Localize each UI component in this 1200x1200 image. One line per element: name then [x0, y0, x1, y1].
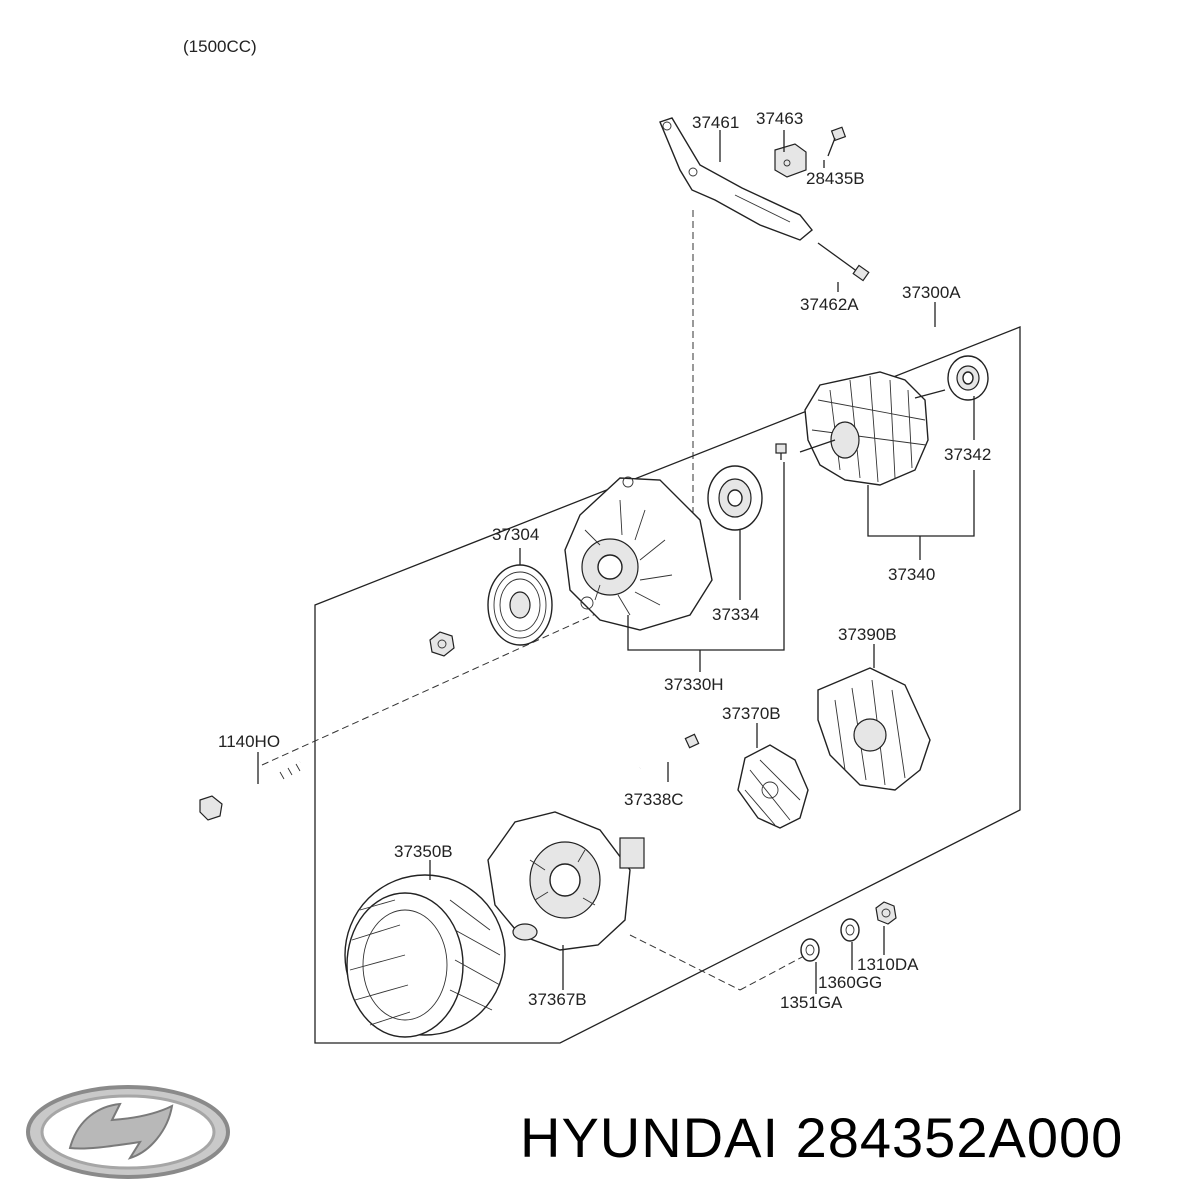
part-label-1310DA: 1310DA: [857, 955, 919, 974]
part-label-1351GA: 1351GA: [780, 993, 843, 1012]
part-label-37338C: 37338C: [624, 790, 684, 809]
washer-1360GG: [840, 918, 860, 942]
part-label-37463: 37463: [756, 109, 803, 128]
part-label-37304: 37304: [492, 525, 539, 544]
part-label-28435B: 28435B: [806, 169, 865, 188]
bearing-37334: [707, 465, 763, 531]
screw-small: [775, 443, 787, 460]
bolt-37462A: [817, 242, 870, 282]
front-housing-37330H: [564, 476, 713, 631]
part-label-1140HO: 1140HO: [218, 732, 280, 751]
part-label-37300A: 37300A: [902, 283, 961, 302]
bolt-28435B: [827, 126, 847, 157]
bearing-37342: [947, 355, 989, 401]
part-label-37334: 37334: [712, 605, 759, 624]
part-label-37461: 37461: [692, 113, 739, 132]
hyundai-logo-icon: [26, 1085, 230, 1179]
rotor-37340: [799, 371, 946, 486]
rear-cover-37390B: [817, 667, 931, 791]
part-label-37390B: 37390B: [838, 625, 897, 644]
nut-1310DA: [875, 901, 897, 925]
part-label-37462A: 37462A: [800, 295, 859, 314]
part-label-37342: 37342: [944, 445, 991, 464]
part-label-1360GG: 1360GG: [818, 973, 882, 992]
washer-guide-line-2: [739, 954, 807, 991]
nut-front: [429, 631, 455, 657]
engine-variant-label: (1500CC): [183, 37, 257, 56]
part-label-37350B: 37350B: [394, 842, 453, 861]
bolt-37338C: [639, 733, 700, 770]
pulley-37304: [487, 564, 553, 646]
part-label-37370B: 37370B: [722, 704, 781, 723]
washer-guide-line: [629, 934, 741, 991]
part-label-37367B: 37367B: [528, 990, 587, 1009]
part-label-37340: 37340: [888, 565, 935, 584]
spacer-37463: [774, 143, 807, 178]
assembly-outline: [314, 326, 1021, 1044]
washer-1351GA: [800, 938, 820, 962]
product-title: HYUNDAI 284352A000: [520, 1105, 1123, 1170]
bracket-37461: [659, 117, 813, 241]
stator-37350B: [344, 874, 506, 1038]
bolt-1140HO: [199, 759, 302, 821]
rear-housing-37367B: [487, 811, 645, 951]
part-label-37330H: 37330H: [664, 675, 724, 694]
part-number: 284352A000: [795, 1106, 1124, 1169]
regulator-37370B: [737, 744, 809, 829]
brand-name: HYUNDAI: [520, 1106, 780, 1169]
axis-line: [261, 611, 601, 766]
